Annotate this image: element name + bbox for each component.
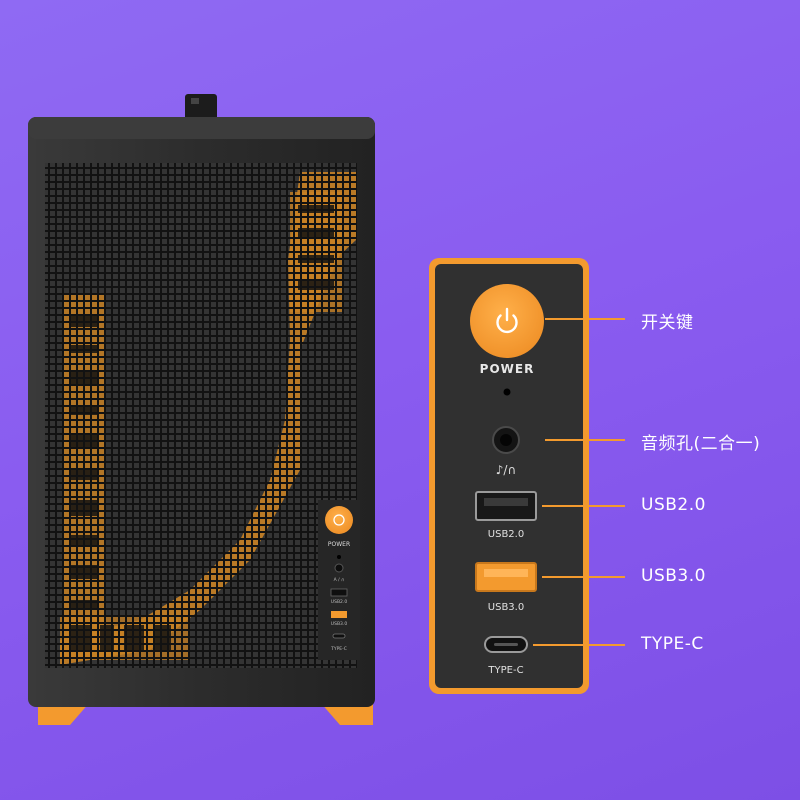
- case-port-label-audio: A / ∩: [334, 577, 345, 583]
- callout-label-typec: TYPE-C: [641, 634, 704, 654]
- pc-case: POWER A / ∩ USB2.0 USB3.0 TYPE-C: [28, 94, 375, 725]
- case-power-button[interactable]: [325, 506, 353, 534]
- case-audio-jack[interactable]: [334, 563, 344, 573]
- case-usb3-port[interactable]: [331, 611, 347, 618]
- case-power-label: POWER: [328, 541, 350, 548]
- callout-label-audio: 音频孔(二合一): [641, 434, 761, 454]
- panel-power-button[interactable]: [470, 284, 544, 358]
- headphone-mic-icon: ♪/∩: [496, 463, 516, 477]
- io-panel-zoom: POWER ♪/∩ USB2.0 USB3.0 TYPE-C: [429, 258, 589, 694]
- usb-a-port-icon: [475, 491, 537, 521]
- callout-label-power: 开关键: [641, 313, 694, 333]
- panel-usb2-label: USB2.0: [488, 529, 524, 540]
- callout-lines: [533, 318, 625, 646]
- power-icon: [496, 307, 518, 334]
- case-foot-left: [38, 702, 90, 725]
- panel-typec-label: TYPE-C: [487, 665, 523, 676]
- panel-led-indicator: [503, 388, 511, 396]
- case-foot-right: [320, 702, 373, 725]
- usb-c-port-icon: [484, 636, 528, 653]
- case-port-label-usb3: USB3.0: [331, 621, 348, 627]
- case-typec-port[interactable]: [332, 633, 346, 639]
- callout-label-usb2: USB2.0: [641, 495, 706, 515]
- case-port-label-typec: TYPE-C: [330, 646, 347, 652]
- panel-power-label: POWER: [480, 362, 535, 376]
- panel-audio-symbol: ♪/∩: [496, 463, 516, 477]
- panel-usb3-label: USB3.0: [488, 602, 524, 613]
- case-port-label-usb2: USB2.0: [331, 599, 348, 605]
- callout-label-usb3: USB3.0: [641, 566, 706, 586]
- case-usb2-port[interactable]: [330, 588, 348, 597]
